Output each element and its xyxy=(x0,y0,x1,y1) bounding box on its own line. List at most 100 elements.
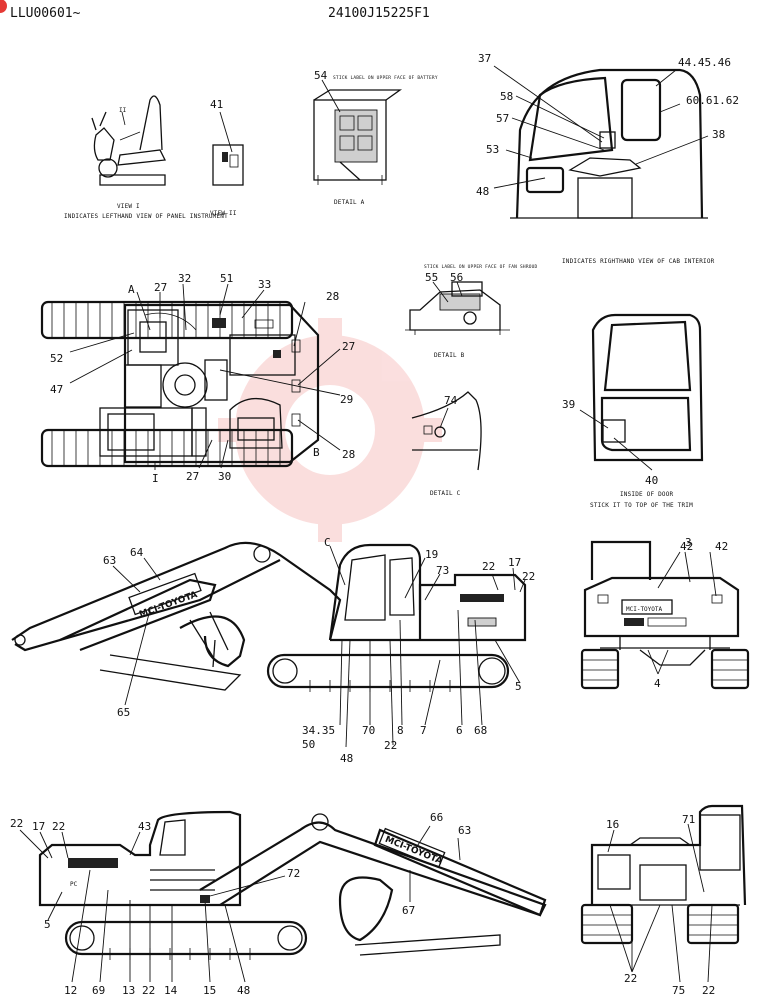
label-top-28b: 28 xyxy=(342,448,355,461)
label-side-34-35: 34.35 xyxy=(302,724,335,737)
label-54: 54 xyxy=(314,69,328,82)
label-top-29: 29 xyxy=(340,393,353,406)
label-bottom-22c: 22 xyxy=(142,984,155,997)
rear-view-drawing: MCI-TOYOTA 42 3 42 4 xyxy=(580,540,750,690)
door-note-1: INSIDE OF DOOR xyxy=(620,491,674,498)
label-58: 58 xyxy=(500,90,513,103)
label-bottom-48: 48 xyxy=(237,984,250,997)
label-bottom-13: 13 xyxy=(122,984,135,997)
label-38: 38 xyxy=(712,128,725,141)
label-rear-3-text: 3 xyxy=(685,536,692,549)
view-i-seat-drawing: II xyxy=(91,95,167,186)
label-side-19: 19 xyxy=(425,548,438,561)
label-rear-42b: 42 xyxy=(715,540,728,553)
label-41: 41 xyxy=(210,98,223,111)
brand-logo-rear: MCI-TOYOTA xyxy=(626,606,663,613)
view-ii-panel-drawing: 41 xyxy=(210,98,244,186)
label-side-50: 50 xyxy=(302,738,315,751)
label-top-33: 33 xyxy=(258,278,271,291)
label-60-61-62: 60.61.62 xyxy=(686,94,739,107)
cab-interior-note: INDICATES RIGHTHAND VIEW OF CAB INTERIOR xyxy=(562,258,715,265)
front-view-drawing: 16 71 22 75 22 xyxy=(580,804,747,997)
label-57: 57 xyxy=(496,112,509,125)
label-side-7: 7 xyxy=(420,724,427,737)
label-top-30: 30 xyxy=(218,470,231,483)
label-bottom-22b: 22 xyxy=(52,820,65,833)
view-i-caption: VIEW I xyxy=(117,203,140,210)
door-note-2: STICK IT TO TOP OF THE TRIM xyxy=(590,502,693,509)
label-side-22a: 22 xyxy=(482,560,495,573)
label-side-64: 64 xyxy=(130,546,144,559)
label-39: 39 xyxy=(562,398,575,411)
detail-a-caption: DETAIL A xyxy=(334,199,365,206)
label-side-65: 65 xyxy=(117,706,130,719)
label-53: 53 xyxy=(486,143,499,156)
label-side-70: 70 xyxy=(362,724,375,737)
label-top-51: 51 xyxy=(220,272,233,285)
label-side-6: 6 xyxy=(456,724,463,737)
top-view-drawing: A 27 32 51 33 28 52 47 27 29 B 28 I 27 3… xyxy=(40,272,355,485)
label-48-cab: 48 xyxy=(476,185,489,198)
corner-badge-icon xyxy=(0,0,7,13)
label-top-52: 52 xyxy=(50,352,63,365)
label-front-22b: 22 xyxy=(702,984,715,997)
detail-b-fan-shroud-drawing: 55 56 xyxy=(405,271,510,335)
label-side-C: C xyxy=(324,536,331,549)
watermark-gear-logo xyxy=(218,318,442,542)
label-bottom-43: 43 xyxy=(138,820,151,833)
label-top-47: 47 xyxy=(50,383,63,396)
label-front-22a: 22 xyxy=(624,972,637,985)
label-side-63: 63 xyxy=(103,554,116,567)
label-bottom-66: 66 xyxy=(430,811,443,824)
view-i-item-label: II xyxy=(119,107,127,114)
label-top-27c: 27 xyxy=(186,470,199,483)
label-side-22b: 22 xyxy=(522,570,535,583)
label-top-B: B xyxy=(313,446,320,459)
view-i-note: INDICATES LEFTHAND VIEW OF PANEL INSTRUM… xyxy=(64,213,228,220)
label-rear-42a: 42 xyxy=(680,540,693,553)
serial-header: LLU00601~ xyxy=(10,6,81,21)
label-top-27b: 27 xyxy=(342,340,355,353)
label-side-48: 48 xyxy=(340,752,353,765)
label-front-71: 71 xyxy=(682,813,695,826)
cab-interior-drawing: 37 44.45.46 58 60.61.62 57 38 53 48 xyxy=(476,52,739,219)
label-bottom-17: 17 xyxy=(32,820,45,833)
label-front-75: 75 xyxy=(672,984,685,997)
label-side-5: 5 xyxy=(515,680,522,693)
detail-b-caption: DETAIL B xyxy=(434,352,465,359)
label-rear-4: 4 xyxy=(654,677,661,690)
part-number-header: 24100J15225F1 xyxy=(328,6,430,21)
label-bottom-14: 14 xyxy=(164,984,178,997)
label-side-68: 68 xyxy=(474,724,487,737)
label-bottom-22a: 22 xyxy=(10,817,23,830)
detail-b-note: STICK LABEL ON UPPER FACE OF FAN SHROUD xyxy=(424,265,538,270)
label-bottom-63: 63 xyxy=(458,824,471,837)
label-40: 40 xyxy=(645,474,658,487)
label-top-A: A xyxy=(128,283,135,296)
label-bottom-12: 12 xyxy=(64,984,77,997)
detail-a-battery-drawing: 54 xyxy=(313,69,403,185)
label-top-I: I xyxy=(152,472,159,485)
label-bottom-72: 72 xyxy=(287,867,300,880)
door-drawing: 39 40 xyxy=(562,313,704,487)
label-44-45-46: 44.45.46 xyxy=(678,56,731,69)
label-side-22c: 22 xyxy=(384,739,397,752)
label-74: 74 xyxy=(444,394,458,407)
side-view-right-drawing: PC MCI-TOYOTA xyxy=(11,536,535,765)
label-bottom-69: 69 xyxy=(92,984,105,997)
label-55: 55 xyxy=(425,271,438,284)
view-ii-caption: VIEW II xyxy=(210,210,237,217)
detail-c-caption: DETAIL C xyxy=(430,490,461,497)
label-bottom-5: 5 xyxy=(44,918,51,931)
label-37: 37 xyxy=(478,52,491,65)
label-56: 56 xyxy=(450,271,463,284)
detail-c-drawing: 74 xyxy=(411,391,482,471)
detail-a-note: STICK LABEL ON UPPER FACE OF BATTERY xyxy=(333,76,438,81)
label-front-16: 16 xyxy=(606,818,619,831)
label-top-28a: 28 xyxy=(326,290,339,303)
label-side-17: 17 xyxy=(508,556,521,569)
label-bottom-15: 15 xyxy=(203,984,216,997)
label-bottom-67: 67 xyxy=(402,904,415,917)
